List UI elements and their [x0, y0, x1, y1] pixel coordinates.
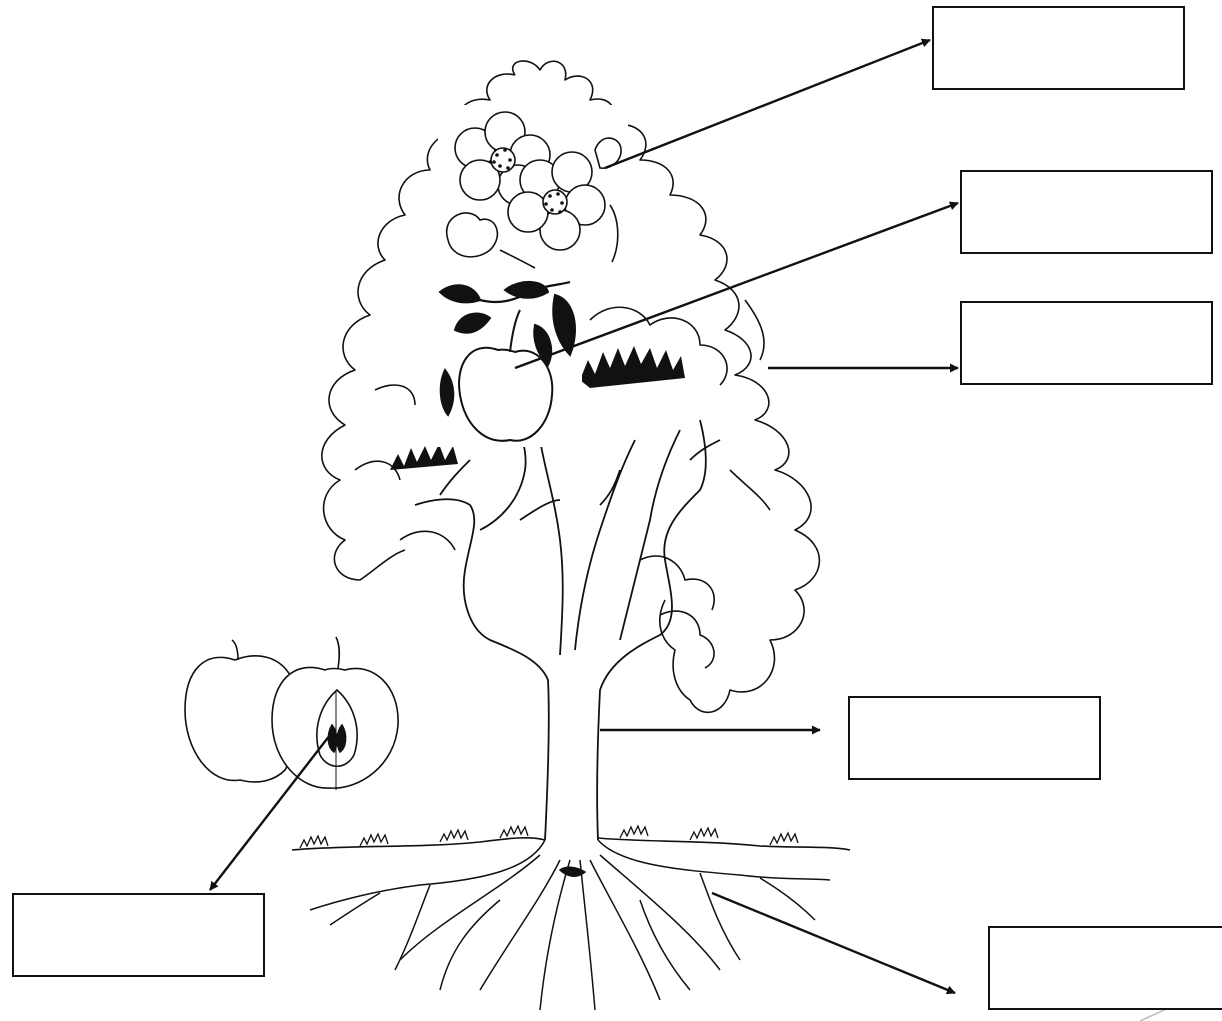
- ground-line: [291, 825, 851, 851]
- label-box-seed[interactable]: [12, 893, 265, 977]
- blossom-icon: [438, 105, 628, 270]
- arrow-root: [711, 891, 956, 995]
- tree-trunk: [414, 409, 721, 841]
- apple-fruit-icon: [432, 275, 582, 447]
- tree-roots: [309, 839, 831, 1011]
- label-box-root[interactable]: [988, 926, 1222, 1010]
- label-arrows: [209, 38, 959, 995]
- label-box-stem[interactable]: [848, 696, 1101, 780]
- label-box-flower[interactable]: [932, 6, 1185, 90]
- arrow-fruit: [514, 201, 959, 370]
- label-box-leaf[interactable]: [960, 301, 1213, 385]
- cut-apple-icon: [178, 632, 400, 797]
- canopy-shading: [390, 346, 685, 470]
- blossom-stamens: [492, 148, 564, 214]
- arrow-seed: [209, 734, 331, 891]
- arrow-flower: [604, 38, 931, 170]
- label-box-fruit[interactable]: [960, 170, 1213, 254]
